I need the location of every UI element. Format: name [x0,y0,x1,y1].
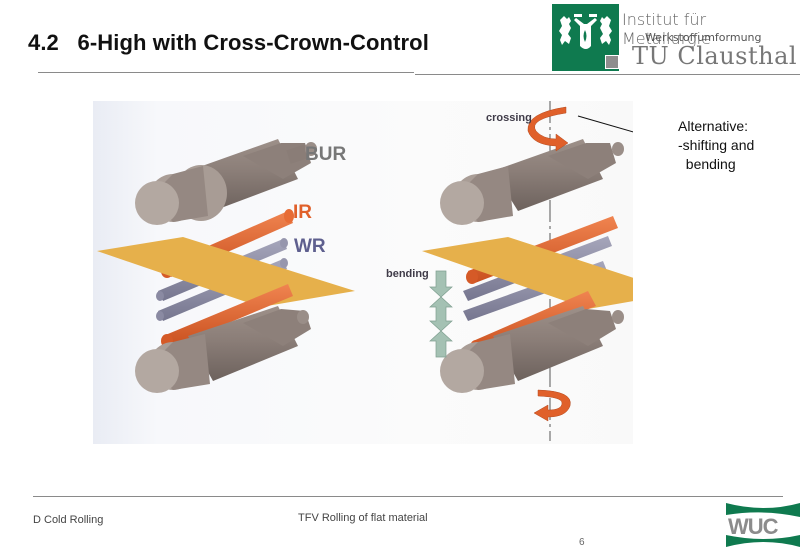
label-intermediate-roll: IR [293,202,312,223]
label-backup-roll: BUR [305,144,347,165]
wuc-logo-text: WUC [728,514,779,539]
title-divider-right [415,74,800,75]
logo-accent-square [605,55,619,69]
rotation-arrow-top-icon [527,106,569,152]
rotation-arrow-bottom-icon [533,389,571,422]
institute-department: Werkstoffumformung [645,31,762,44]
footer-course: TFV Rolling of flat material [298,512,428,524]
strip [97,237,355,307]
note-line-1: Alternative: [678,118,749,134]
bending-arrows-icon [429,270,453,358]
wuc-logo-icon: WUC [726,503,800,547]
right-mill [422,101,633,441]
bottom-backup-roll [135,306,311,393]
university-name: TU Clausthal [632,42,798,70]
top-backup-roll-crossed [440,139,624,225]
label-bending: bending [386,268,429,280]
left-mill [97,139,355,393]
top-backup-roll [135,139,317,225]
note-pointer-line [577,115,633,133]
label-work-roll: WR [294,236,326,257]
bottom-intermediate-roll [163,284,293,347]
bottom-backup-roll-crossed [440,306,624,393]
label-crossing: crossing [486,112,532,124]
institute-name: Institut für Metallurgie [622,10,711,48]
strip-crossed [422,237,633,309]
slide-title: 4.2 6-High with Cross-Crown-Control [28,30,429,55]
alternative-note: Alternative: -shifting and bending [678,117,754,174]
footer-divider [33,496,783,497]
title-divider-left [38,72,414,73]
six-high-mill-diagram [97,101,633,441]
note-line-3: bending [678,156,736,172]
footer-chapter: D Cold Rolling [33,514,104,526]
university-crest-icon [552,4,619,71]
note-line-2: -shifting and [678,137,755,153]
page-number: 6 [579,537,585,548]
